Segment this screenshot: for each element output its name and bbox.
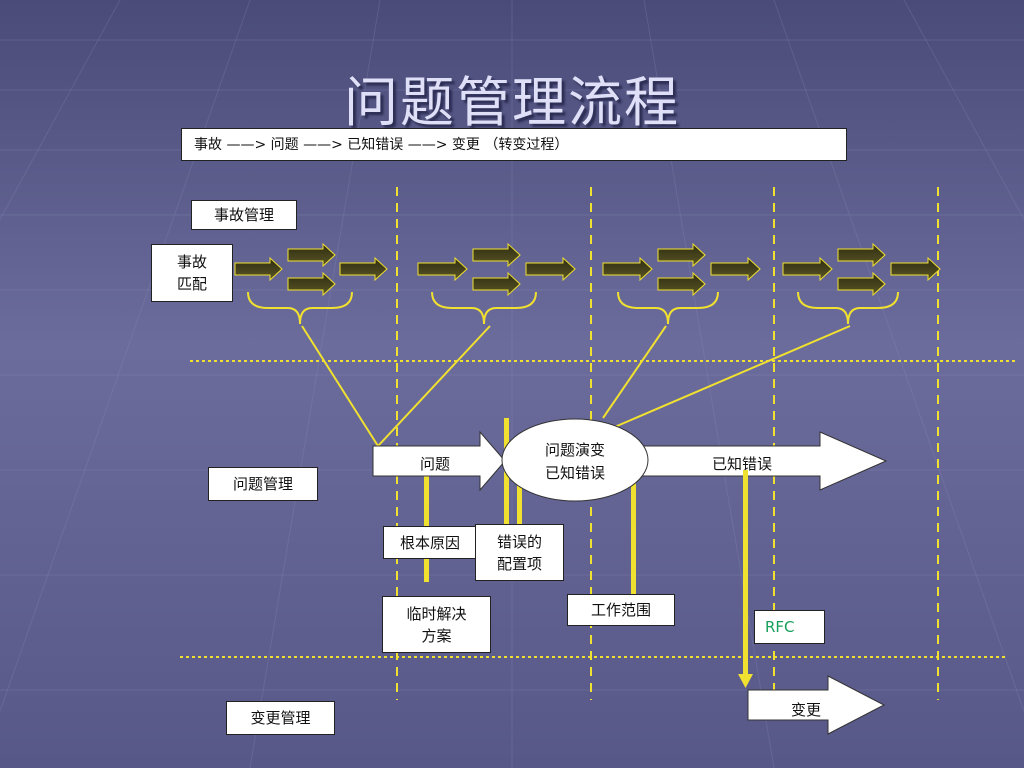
known-error-arrow-label: 已知错误	[712, 455, 772, 473]
incident-arrow	[890, 256, 941, 282]
change-arrow-label: 变更	[791, 701, 821, 719]
incident-arrow	[657, 271, 706, 297]
incident-arrow-clusters	[234, 242, 941, 297]
incident-arrow	[602, 256, 653, 282]
incident-arrow	[287, 242, 336, 268]
incident-arrow	[782, 256, 833, 282]
tag-config-item: 错误的 配置项	[475, 524, 564, 581]
incident-match-box: 事故 匹配	[151, 244, 233, 302]
incident-arrow	[417, 256, 468, 282]
lane-label-problem: 问题管理	[208, 467, 318, 501]
incident-arrow	[837, 242, 886, 268]
grouping-braces	[247, 291, 899, 325]
brace-4	[797, 291, 899, 325]
evolve-label-line2: 已知错误	[545, 464, 605, 482]
transition-subtitle: 事故 ——> 问题 ——> 已知错误 ——> 变更 （转变过程）	[181, 128, 847, 161]
lane-label-change: 变更管理	[226, 701, 335, 735]
problem-arrow-label: 问题	[420, 455, 450, 473]
change-stem	[743, 470, 748, 676]
brace-connectors	[301, 325, 851, 447]
evolve-ellipse	[501, 418, 649, 502]
incident-arrow	[472, 242, 521, 268]
tag-workaround: 临时解决 方案	[382, 596, 491, 653]
evolve-label-line1: 问题演变	[545, 441, 605, 459]
incident-arrow	[339, 256, 388, 282]
tag-root-cause: 根本原因	[383, 526, 477, 559]
incident-arrow	[710, 256, 761, 282]
page-title: 问题管理流程	[344, 71, 680, 134]
problem-flow-arrow	[372, 430, 506, 492]
change-flow-arrow	[747, 675, 886, 735]
incident-arrow	[657, 242, 706, 268]
incident-arrow	[234, 256, 283, 282]
tag-rfc: RFC	[754, 610, 825, 644]
incident-arrow	[472, 271, 521, 297]
incident-arrow	[837, 271, 886, 297]
brace-3	[617, 291, 719, 325]
known-error-flow-arrow	[635, 431, 888, 491]
brace-2	[431, 291, 537, 325]
change-stem-head	[738, 674, 753, 688]
lane-label-incident: 事故管理	[191, 200, 297, 230]
incident-arrow	[287, 271, 336, 297]
brace-1	[247, 291, 353, 325]
tag-work-scope: 工作范围	[567, 594, 675, 626]
incident-arrow	[525, 256, 576, 282]
